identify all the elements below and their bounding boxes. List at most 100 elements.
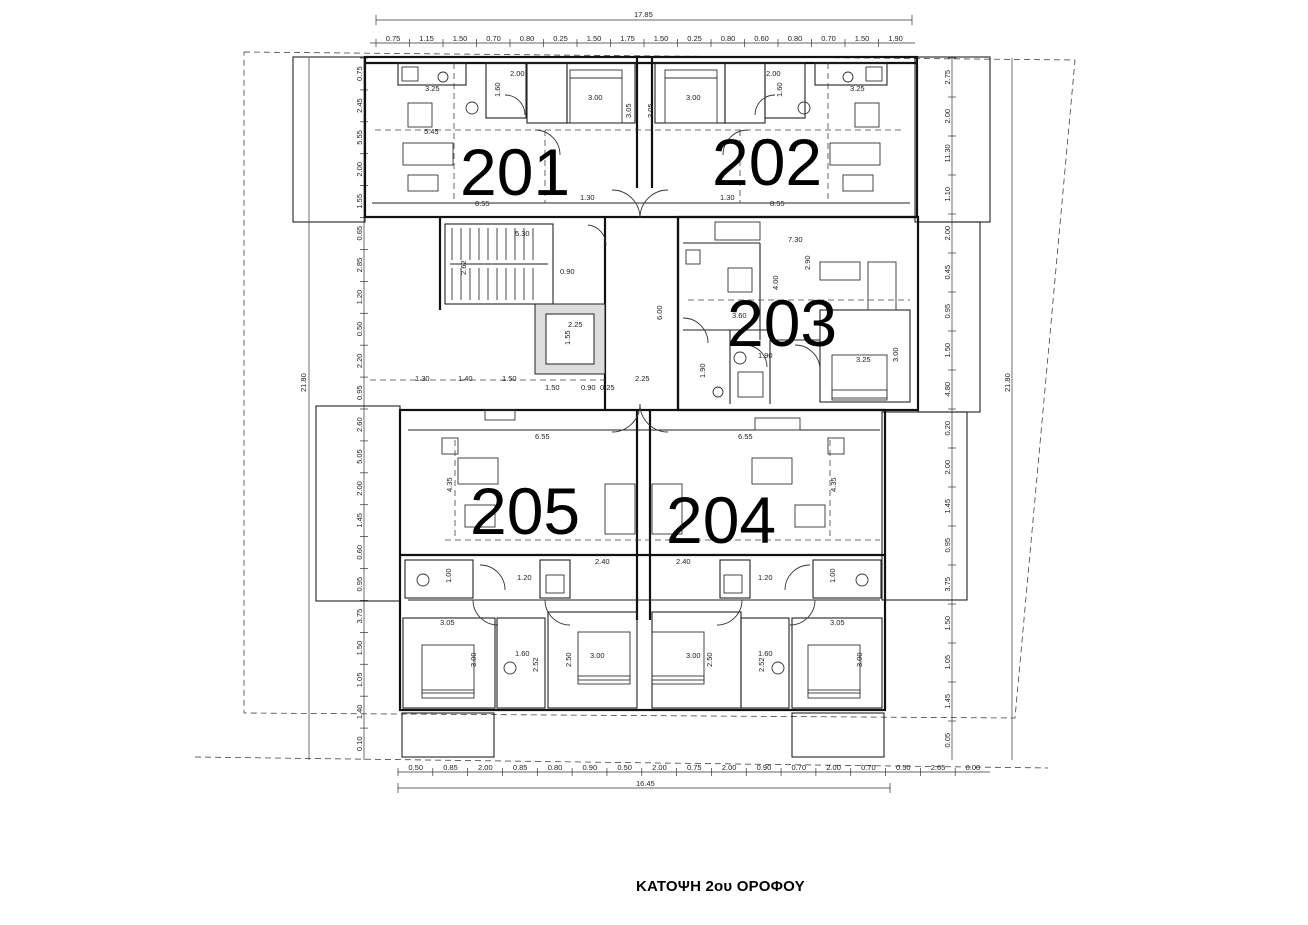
dim-325a: 3.25 xyxy=(425,84,440,93)
dim-bottom-label: 0.80 xyxy=(548,763,563,772)
staircase xyxy=(450,228,548,300)
dim-bottom-label: 0.50 xyxy=(408,763,423,772)
dim-left-label: 3.75 xyxy=(355,609,364,624)
beam-lines xyxy=(370,63,910,541)
dim-252a: 2.52 xyxy=(531,657,540,672)
dim-right-total: 21.80 xyxy=(1003,373,1012,392)
dim-140: 1.40 xyxy=(458,374,473,383)
dim-right-label: 0.95 xyxy=(943,304,952,319)
dim-right-label: 2.00 xyxy=(943,226,952,241)
dim-left-label: 0.75 xyxy=(355,66,364,81)
dim-160b: 1.60 xyxy=(775,82,784,97)
dim-top-label: 1.50 xyxy=(654,34,669,43)
plan-title: ΚΑΤΟΨΗ 2ου ΟΡΟΦΟΥ xyxy=(636,878,805,895)
dim-top-label: 1.50 xyxy=(855,34,870,43)
dim-600: 6.00 xyxy=(655,305,664,320)
dim-305b: 3.05 xyxy=(646,103,655,118)
dim-025: 0.25 xyxy=(600,383,615,392)
dim-225b: 2.25 xyxy=(635,374,650,383)
dim-left-chain: 0.752.455.552.001.550.652.851.200.502.20… xyxy=(355,57,368,751)
dim-right-label: 4.80 xyxy=(943,382,952,397)
dim-left-label: 2.00 xyxy=(355,162,364,177)
dim-top-label: 0.75 xyxy=(386,34,401,43)
dim-240a: 2.40 xyxy=(595,557,610,566)
dim-325b: 3.25 xyxy=(850,84,865,93)
dim-190: 1.90 xyxy=(758,351,773,360)
dim-right-label: 2.75 xyxy=(943,70,952,85)
dim-left-label: 0.50 xyxy=(355,322,364,337)
dim-130c: 1.30 xyxy=(415,374,430,383)
dim-262: 2.62 xyxy=(459,260,468,275)
dim-right-label: 0.05 xyxy=(943,733,952,748)
dim-bottom-label: 0.70 xyxy=(791,763,806,772)
dim-left-label: 2.00 xyxy=(355,481,364,496)
dim-655b: 6.55 xyxy=(738,432,753,441)
dim-150: 1.50 xyxy=(502,374,517,383)
dim-top-label: 0.60 xyxy=(754,34,769,43)
dim-190b: 1.90 xyxy=(698,363,707,378)
dim-left-label: 1.05 xyxy=(355,673,364,688)
dim-300b: 3.00 xyxy=(686,93,701,102)
dim-left-label: 2.60 xyxy=(355,417,364,432)
dim-right-label: 0.20 xyxy=(943,421,952,436)
dim-bottom-label: 0.75 xyxy=(687,763,702,772)
dim-252b: 2.52 xyxy=(757,657,766,672)
dim-305a: 3.05 xyxy=(624,103,633,118)
dim-top-label: 0.25 xyxy=(553,34,568,43)
unit-205-label: 205 xyxy=(470,474,580,548)
dim-left-label: 1.45 xyxy=(355,513,364,528)
dim-bottom-label: 2.00 xyxy=(652,763,667,772)
dim-top-label: 0.80 xyxy=(721,34,736,43)
dim-240b: 2.40 xyxy=(676,557,691,566)
dim-325c: 3.25 xyxy=(856,355,871,364)
building-walls xyxy=(363,55,920,712)
dim-right-label: 3.75 xyxy=(943,577,952,592)
dim-left-label: 5.55 xyxy=(355,130,364,145)
dim-120d: 1.20 xyxy=(758,573,773,582)
dim-400: 4.00 xyxy=(771,275,780,290)
dim-left-label: 0.10 xyxy=(355,736,364,751)
dim-120b: 2.00 xyxy=(766,69,781,78)
dim-top-label: 0.70 xyxy=(486,34,501,43)
dim-left-label: 2.85 xyxy=(355,258,364,273)
dim-left-label: 1.40 xyxy=(355,705,364,720)
dim-090b: 0.90 xyxy=(581,383,596,392)
dim-top-label: 1.15 xyxy=(419,34,434,43)
dim-left-label: 0.95 xyxy=(355,385,364,400)
dim-855b: 8.55 xyxy=(770,199,785,208)
dim-bottom-label: 0.50 xyxy=(617,763,632,772)
dim-right-label: 11.30 xyxy=(943,144,952,162)
dim-300g: 3.00 xyxy=(855,652,864,667)
dim-160d: 1.60 xyxy=(758,649,773,658)
unit-labels: 201 202 203 204 205 xyxy=(460,125,837,557)
dim-545: 5.45 xyxy=(424,127,439,136)
dim-305c: 3.05 xyxy=(440,618,455,627)
dim-right-label: 2.00 xyxy=(943,109,952,124)
door-swings xyxy=(472,94,821,626)
dim-360: 3.60 xyxy=(732,311,747,320)
dim-right-label: 1.45 xyxy=(943,694,952,709)
dim-bottom-label: 0.00 xyxy=(966,763,981,772)
dim-bottom-label: 2.00 xyxy=(478,763,493,772)
dim-090: 0.90 xyxy=(560,267,575,276)
dim-130a: 1.30 xyxy=(580,193,595,202)
dim-top-label: 0.80 xyxy=(788,34,803,43)
dim-855a: 8.55 xyxy=(475,199,490,208)
dim-300c: 3.00 xyxy=(891,347,900,362)
dim-right-label: 1.45 xyxy=(943,499,952,514)
dim-left-label: 5.05 xyxy=(355,449,364,464)
dim-bottom-label: 2.65 xyxy=(931,763,946,772)
dim-left-label: 0.95 xyxy=(355,577,364,592)
dim-bottom-label: 0.85 xyxy=(443,763,458,772)
dim-120a: 2.00 xyxy=(510,69,525,78)
dim-right-label: 0.45 xyxy=(943,265,952,280)
dim-top-label: 1.50 xyxy=(453,34,468,43)
side-dimensions: 21.80 21.80 0.752.455.552.001.550.652.85… xyxy=(299,57,1013,760)
dim-left-label: 1.20 xyxy=(355,290,364,305)
dim-bottom-label: 0.85 xyxy=(513,763,528,772)
dim-120c: 1.20 xyxy=(517,573,532,582)
dim-left-label: 1.50 xyxy=(355,641,364,656)
